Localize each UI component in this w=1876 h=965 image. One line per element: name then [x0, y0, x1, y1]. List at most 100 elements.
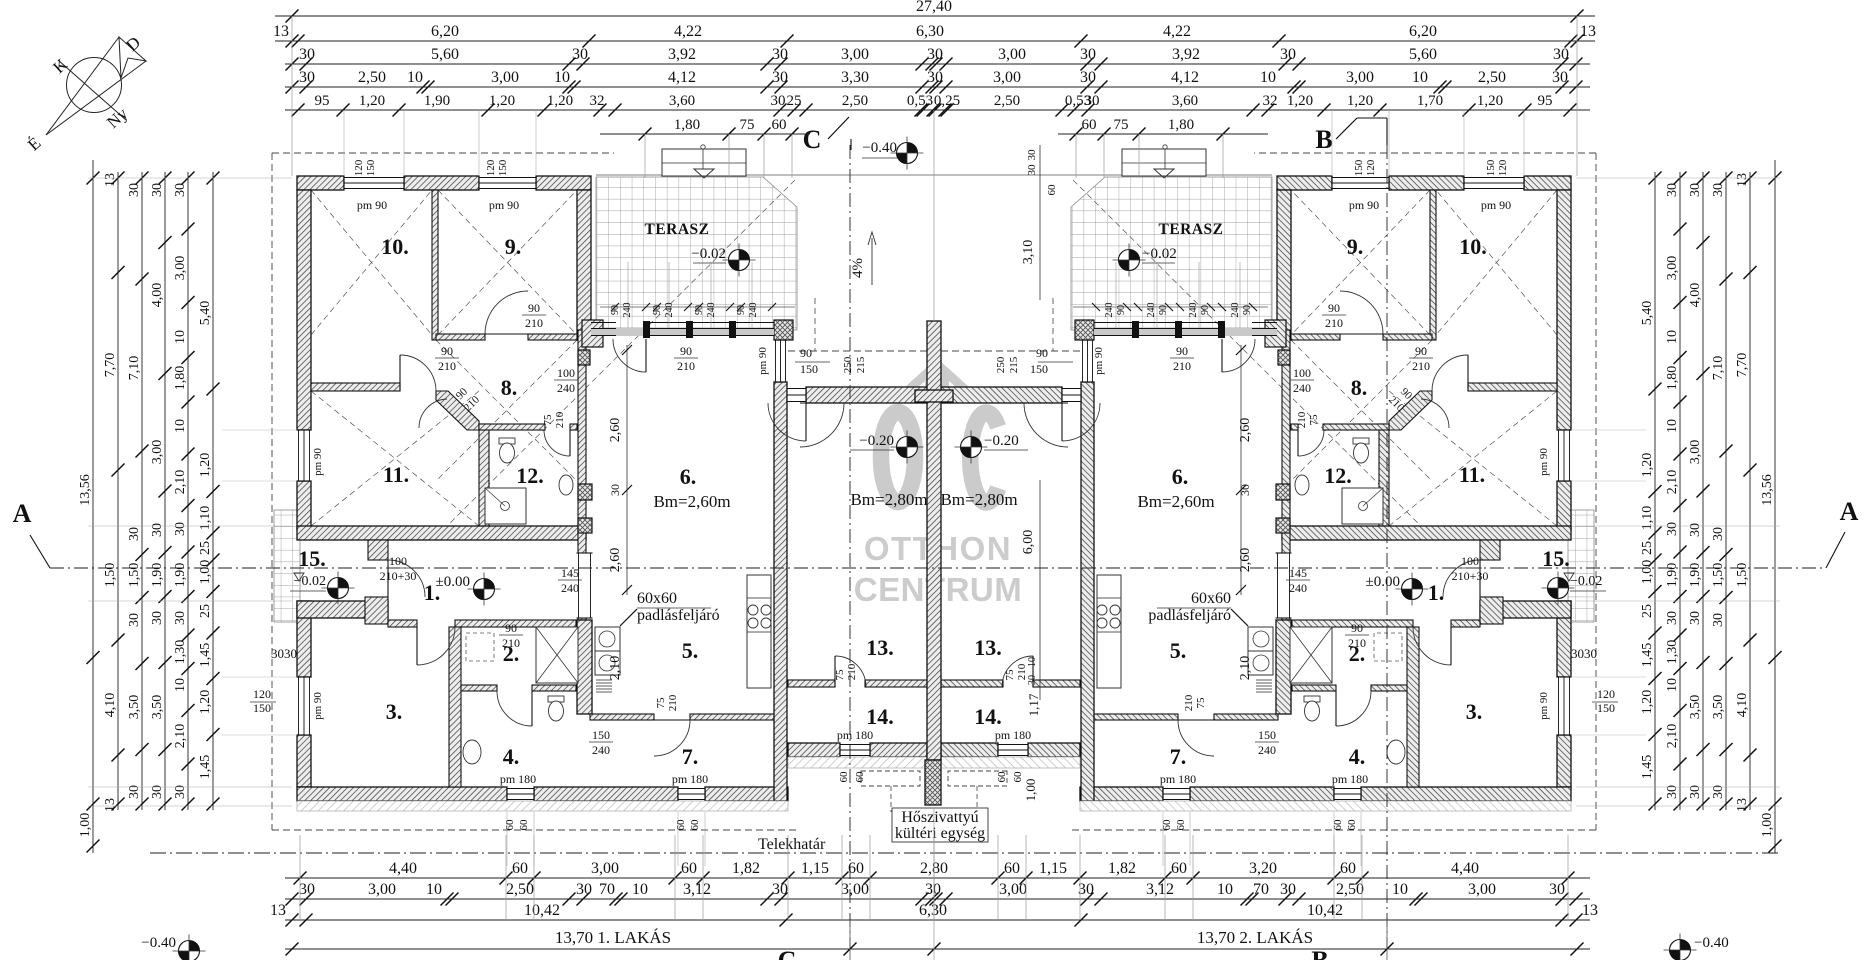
svg-text:60: 60	[1082, 117, 1097, 133]
svg-text:95: 95	[1538, 93, 1553, 109]
svg-text:pm 90: pm 90	[1538, 448, 1550, 476]
svg-text:100: 100	[1293, 366, 1311, 380]
svg-text:10: 10	[632, 881, 648, 898]
svg-text:1,50: 1,50	[127, 563, 142, 588]
svg-text:A: A	[1840, 497, 1859, 526]
svg-text:1,90: 1,90	[1665, 563, 1680, 588]
svg-text:2.: 2.	[1349, 641, 1366, 666]
svg-text:padlásfeljáró: padlásfeljáró	[1148, 607, 1231, 624]
svg-text:60: 60	[1346, 819, 1358, 831]
svg-text:TERASZ: TERASZ	[644, 221, 709, 238]
svg-text:1,10: 1,10	[198, 506, 213, 531]
svg-text:90: 90	[610, 305, 621, 315]
svg-text:240: 240	[1289, 581, 1307, 595]
svg-text:4,10: 4,10	[103, 693, 118, 718]
svg-text:Hőszivattyú: Hőszivattyú	[901, 809, 978, 826]
svg-text:30: 30	[1026, 149, 1038, 161]
svg-text:10: 10	[1665, 419, 1680, 433]
svg-text:0,25: 0,25	[934, 93, 960, 109]
svg-text:pm 180: pm 180	[672, 772, 708, 786]
svg-text:10: 10	[1412, 69, 1428, 86]
svg-text:60x60: 60x60	[637, 590, 677, 607]
svg-text:±0.00: ±0.00	[1366, 574, 1400, 590]
svg-text:9.: 9.	[505, 234, 522, 259]
svg-text:5,40: 5,40	[198, 301, 213, 326]
svg-text:3,50: 3,50	[150, 695, 165, 720]
svg-text:3,00: 3,00	[591, 860, 619, 877]
svg-text:3.: 3.	[386, 699, 403, 724]
svg-text:3.: 3.	[1466, 699, 1483, 724]
svg-text:145: 145	[561, 566, 579, 580]
svg-text:B: B	[1311, 946, 1328, 960]
svg-text:10: 10	[426, 881, 442, 898]
svg-text:TERASZ: TERASZ	[1158, 221, 1223, 238]
svg-text:Bm=2,80m: Bm=2,80m	[940, 490, 1017, 509]
svg-text:6,30: 6,30	[916, 23, 944, 40]
svg-text:210+30: 210+30	[380, 569, 417, 583]
svg-text:210: 210	[1173, 359, 1191, 373]
svg-text:30: 30	[1280, 881, 1296, 898]
svg-text:1,00: 1,00	[1760, 813, 1775, 838]
svg-text:pm 180: pm 180	[1160, 772, 1196, 786]
svg-text:30: 30	[173, 611, 188, 625]
svg-text:4.: 4.	[1349, 744, 1366, 769]
svg-text:60: 60	[996, 771, 1008, 783]
svg-text:1.: 1.	[1428, 580, 1445, 605]
svg-text:1,45: 1,45	[198, 643, 213, 668]
svg-text:7,10: 7,10	[1711, 356, 1726, 381]
svg-text:pm 90: pm 90	[1538, 692, 1550, 720]
svg-text:14.: 14.	[974, 704, 1002, 729]
svg-text:4,00: 4,00	[1688, 283, 1703, 308]
svg-text:1,20: 1,20	[198, 690, 213, 715]
svg-text:7,70: 7,70	[1735, 353, 1750, 378]
svg-text:5.: 5.	[1170, 638, 1187, 663]
svg-text:3,00: 3,00	[1468, 881, 1496, 898]
svg-text:pm 90: pm 90	[1093, 347, 1105, 375]
svg-text:90: 90	[1351, 621, 1363, 635]
svg-text:90: 90	[1242, 305, 1253, 315]
svg-text:30: 30	[1280, 46, 1296, 63]
svg-text:1,50: 1,50	[103, 563, 118, 588]
svg-text:0,53: 0,53	[907, 93, 933, 109]
svg-text:90: 90	[505, 621, 517, 635]
svg-text:2,10: 2,10	[1665, 724, 1680, 749]
svg-text:145: 145	[1289, 566, 1307, 580]
svg-text:4,22: 4,22	[674, 23, 702, 40]
svg-text:30: 30	[1553, 46, 1569, 63]
svg-text:1,00: 1,00	[1640, 560, 1655, 585]
svg-text:3,12: 3,12	[1146, 881, 1174, 898]
svg-text:3,60: 3,60	[669, 93, 695, 109]
svg-text:1,00: 1,00	[198, 560, 213, 585]
svg-text:1,00: 1,00	[1023, 779, 1038, 802]
svg-text:5.: 5.	[682, 638, 699, 663]
svg-text:−0.02: −0.02	[1570, 574, 1602, 589]
svg-text:Bm=2,80m: Bm=2,80m	[850, 490, 927, 509]
svg-text:120: 120	[1597, 687, 1615, 701]
svg-text:6,00: 6,00	[1021, 530, 1036, 555]
svg-text:100: 100	[1461, 554, 1479, 568]
svg-text:−0.20: −0.20	[859, 433, 894, 449]
svg-text:−0.40: −0.40	[862, 140, 897, 156]
svg-text:14.: 14.	[866, 704, 894, 729]
svg-text:1,20: 1,20	[547, 93, 573, 109]
svg-text:210: 210	[502, 636, 520, 650]
svg-text:120: 120	[1497, 159, 1509, 176]
svg-text:90: 90	[1328, 301, 1340, 315]
svg-text:120: 120	[1365, 159, 1377, 176]
svg-text:−0.02: −0.02	[691, 246, 726, 262]
svg-text:60: 60	[1175, 819, 1187, 831]
svg-text:1,50: 1,50	[1711, 563, 1726, 588]
svg-text:2,10: 2,10	[608, 656, 623, 681]
svg-text:60: 60	[1340, 860, 1356, 877]
svg-text:6,30: 6,30	[919, 902, 947, 919]
svg-text:1,90: 1,90	[173, 563, 188, 588]
svg-text:30: 30	[1688, 611, 1703, 625]
svg-text:95: 95	[315, 93, 330, 109]
svg-text:30: 30	[299, 69, 315, 86]
svg-text:0,53: 0,53	[1065, 93, 1091, 109]
svg-text:15.: 15.	[298, 546, 326, 571]
svg-text:10: 10	[1665, 330, 1680, 344]
svg-text:240: 240	[706, 303, 717, 318]
svg-text:30: 30	[299, 46, 315, 63]
svg-text:pm 90: pm 90	[312, 448, 324, 476]
